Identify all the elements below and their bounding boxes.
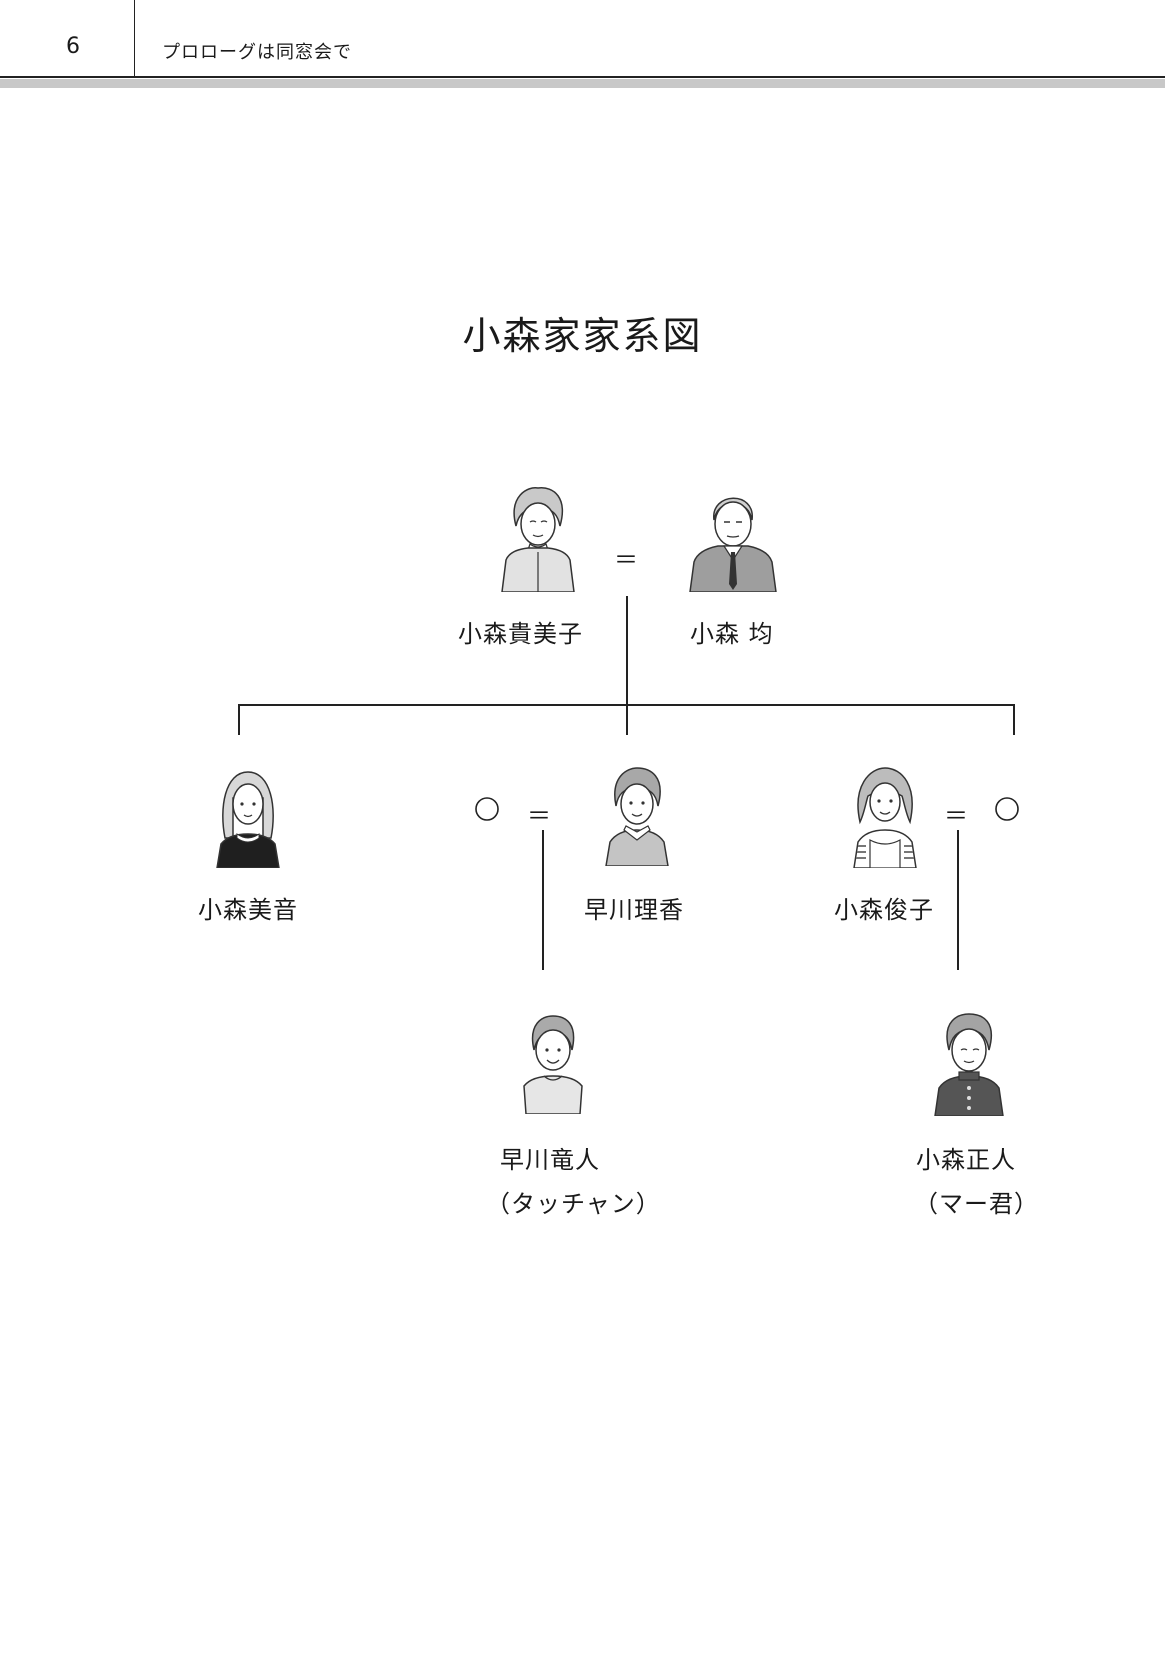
unknown-spouse-shunko-icon bbox=[995, 797, 1019, 821]
rika-portrait-icon bbox=[605, 767, 669, 866]
marriage-symbol-shunko: ＝ bbox=[944, 802, 968, 830]
mio-portrait-icon bbox=[216, 771, 280, 868]
marriage-symbol-rika: ＝ bbox=[527, 802, 551, 830]
name-hitoshi: 小森 均 bbox=[690, 620, 774, 648]
header-divider bbox=[134, 0, 135, 76]
running-title: プロローグは同窓会で bbox=[162, 42, 352, 63]
name-mio: 小森美音 bbox=[198, 896, 298, 924]
name-shunko: 小森俊子 bbox=[834, 896, 934, 924]
masato-portrait-icon bbox=[934, 1013, 1004, 1116]
name-masato: 小森正人 bbox=[916, 1146, 1016, 1174]
nickname-masato: （マー君） bbox=[914, 1190, 1039, 1218]
unknown-spouse-rika-icon bbox=[475, 797, 499, 821]
header-rule bbox=[0, 76, 1165, 78]
nickname-tatsuto: （タッチャン） bbox=[486, 1190, 661, 1218]
name-tatsuto: 早川竜人 bbox=[500, 1146, 600, 1174]
name-kimiko: 小森貴美子 bbox=[458, 620, 583, 648]
page-number: 6 bbox=[66, 34, 80, 59]
grandmother-portrait-icon bbox=[501, 487, 575, 592]
tatsuto-portrait-icon bbox=[523, 1015, 583, 1114]
name-rika: 早川理香 bbox=[584, 896, 684, 924]
header-band bbox=[0, 79, 1165, 88]
grandfather-portrait-icon bbox=[689, 497, 777, 592]
shunko-portrait-icon bbox=[853, 767, 917, 868]
page-header: 6 プロローグは同窓会で bbox=[0, 0, 1165, 90]
marriage-symbol-grandparents: ＝ bbox=[614, 546, 638, 574]
diagram-title: 小森家家系図 bbox=[462, 314, 703, 358]
